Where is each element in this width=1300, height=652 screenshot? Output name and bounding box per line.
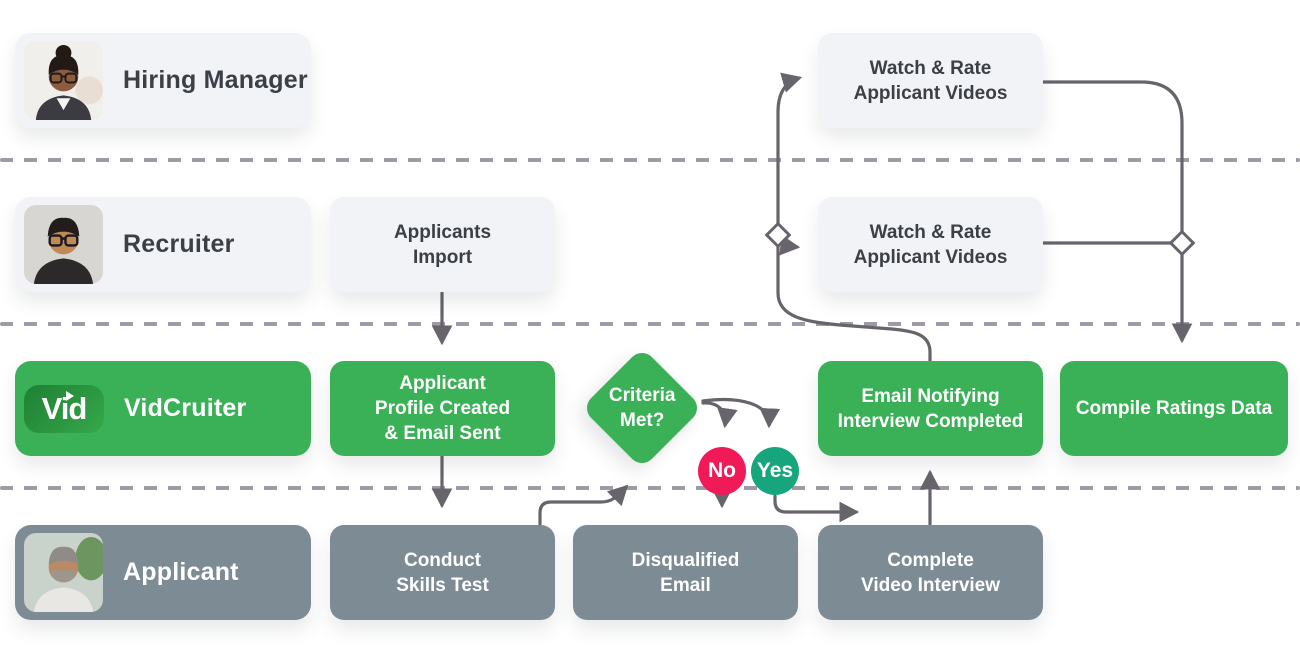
node-applicant-profile-created: Applicant Profile Created & Email Sent (330, 361, 555, 456)
lane-title: Applicant (123, 558, 239, 586)
lane-label-applicant: Applicant (15, 525, 311, 620)
connector-yes-to-interview (773, 494, 860, 523)
node-applicants-import: Applicants Import (330, 197, 555, 292)
badge-yes: Yes (751, 447, 799, 495)
lane-title: Recruiter (123, 230, 235, 258)
node-disqualified-email: Disqualified Email (573, 525, 798, 620)
node-watch-rate-recruiter: Watch & Rate Applicant Videos (818, 197, 1043, 292)
connector-criteria-to-yes (701, 397, 781, 429)
lane-label-hiring-manager: Hiring Manager (15, 33, 311, 128)
connector-skills-to-criteria (538, 484, 629, 526)
badge-no: No (698, 447, 746, 495)
junction-diamond-icon (1168, 229, 1196, 257)
vidcruiter-logo: Vid (24, 384, 104, 433)
lane-label-recruiter: Recruiter (15, 197, 311, 292)
applicant-photo (24, 533, 103, 612)
lane-title: Hiring Manager (123, 66, 308, 94)
lane-divider-2 (0, 322, 1300, 326)
lane-label-vidcruiter: Vid VidCruiter (15, 361, 311, 456)
lane-title: VidCruiter (124, 394, 247, 422)
node-complete-video-interview: Complete Video Interview (818, 525, 1043, 620)
connector-watchrate-hm-to-compile (1041, 80, 1193, 344)
decision-label: Criteria Met? (608, 385, 676, 431)
connector-criteria-to-no (701, 401, 738, 429)
lane-divider-3 (0, 486, 1300, 490)
vid-logo-text: Vid (41, 391, 88, 426)
node-conduct-skills-test: Conduct Skills Test (330, 525, 555, 620)
play-icon (66, 390, 74, 401)
connector-email-to-watchrate-hm (776, 72, 932, 363)
lane-divider-1 (0, 158, 1300, 162)
recruiter-photo (24, 205, 103, 284)
node-email-notifying: Email Notifying Interview Completed (818, 361, 1043, 456)
junction-diamond-icon (764, 221, 792, 249)
node-watch-rate-hiring-manager: Watch & Rate Applicant Videos (818, 33, 1043, 128)
hiring-manager-photo (24, 41, 103, 120)
node-compile-ratings: Compile Ratings Data (1060, 361, 1288, 456)
